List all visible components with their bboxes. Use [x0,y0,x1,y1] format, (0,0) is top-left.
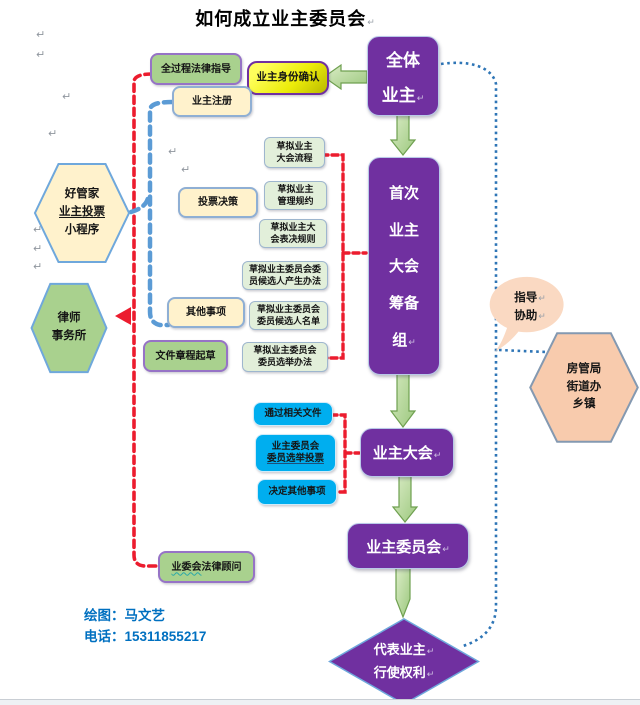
paragraph-mark: ↵ [181,164,191,176]
arrow-owners-to-prep [389,112,417,156]
paragraph-mark: ↵ [168,146,178,158]
node-represent-diamond: 代表业主↵ 行使权利↵ [328,618,480,705]
node-housekeeper-hexagon: 好管家 业主投票 小程序 [33,162,131,264]
node-legal-guidance: 全过程法律指导 [150,53,242,85]
return-mark: ↵ [538,293,546,303]
node-other-matters: 其他事项 [167,297,245,328]
node-committee-election-vote: 业主委员会 委员选举投票 [255,434,336,472]
paragraph-mark: ↵ [36,29,46,41]
node-prep-group: 首次 业主 大会 筹备 组↵ [368,157,440,375]
arrow-committee-to-diamond [395,566,411,619]
node-draft-voting-rules: 草拟业主大会表决规则 [259,219,327,248]
paragraph-mark: ↵ [33,243,43,255]
node-lawfirm-hexagon: 律师 事务所 [30,282,108,374]
node-guidance-bubble: 指导↵ 协助↵ [488,276,572,360]
node-identity-confirm: 业主身份确认 [247,61,329,95]
node-owners-meeting: 业主大会↵ [360,428,454,477]
blue-dashed-hexagon-branch [128,195,151,215]
red-dashed-legal-line [132,72,160,568]
blue-dashed-voting-line [147,99,175,328]
page-title: 如何成立业主委员会↵ [195,9,376,29]
arrow-meeting-to-committee [391,474,419,523]
arrow-owners-to-identity [322,63,368,91]
node-owners-committee: 业主委员会↵ [347,523,469,569]
node-pass-documents: 通过相关文件 [253,402,333,426]
page-bottom-edge [0,699,640,705]
return-mark: ↵ [416,92,425,103]
paragraph-mark: ↵ [33,261,43,273]
node-all-owners: 全体 业主↵ [367,36,439,116]
paragraph-mark: ↵ [62,91,72,103]
node-owner-register: 业主注册 [172,86,252,117]
return-mark: ↵ [433,450,442,460]
node-draft-election-method: 草拟业主委员会委员选举办法 [242,342,328,372]
node-doc-drafting: 文件章程起草 [143,340,228,372]
node-voting-decision: 投票决策 [178,187,258,218]
node-draft-management-rules: 草拟业主管理规约 [264,181,327,210]
return-mark: ↵ [426,646,435,657]
node-draft-meeting-process: 草拟业主大会流程 [264,137,325,168]
return-mark: ↵ [426,668,435,679]
paragraph-mark: ↵ [48,128,58,140]
node-decide-other-matters: 决定其他事项 [257,479,337,505]
node-draft-candidate-list: 草拟业主委员会委员候选人名单 [249,301,328,330]
red-bracket-draft-items [320,153,368,360]
credit-phone: 电话：15311855217 [84,628,207,644]
return-mark: ↵ [538,310,546,321]
return-mark: ↵ [442,543,450,554]
node-legal-advisor: 业委会法律顾问 [158,551,255,583]
credit-author: 绘图：马文艺 [84,608,165,623]
node-draft-candidate-method: 草拟业主委员会委员候选人产生办法 [242,261,328,290]
paragraph-mark: ↵ [33,224,43,236]
red-arrowhead-lawfirm [115,307,131,325]
paragraph-mark: ↵ [36,49,46,61]
node-government-hexagon: 房管局 街道办 乡镇 [528,331,640,444]
credits: 绘图：马文艺 电话：15311855217 [84,606,206,648]
return-mark: ↵ [367,17,376,27]
return-mark: ↵ [408,337,416,348]
